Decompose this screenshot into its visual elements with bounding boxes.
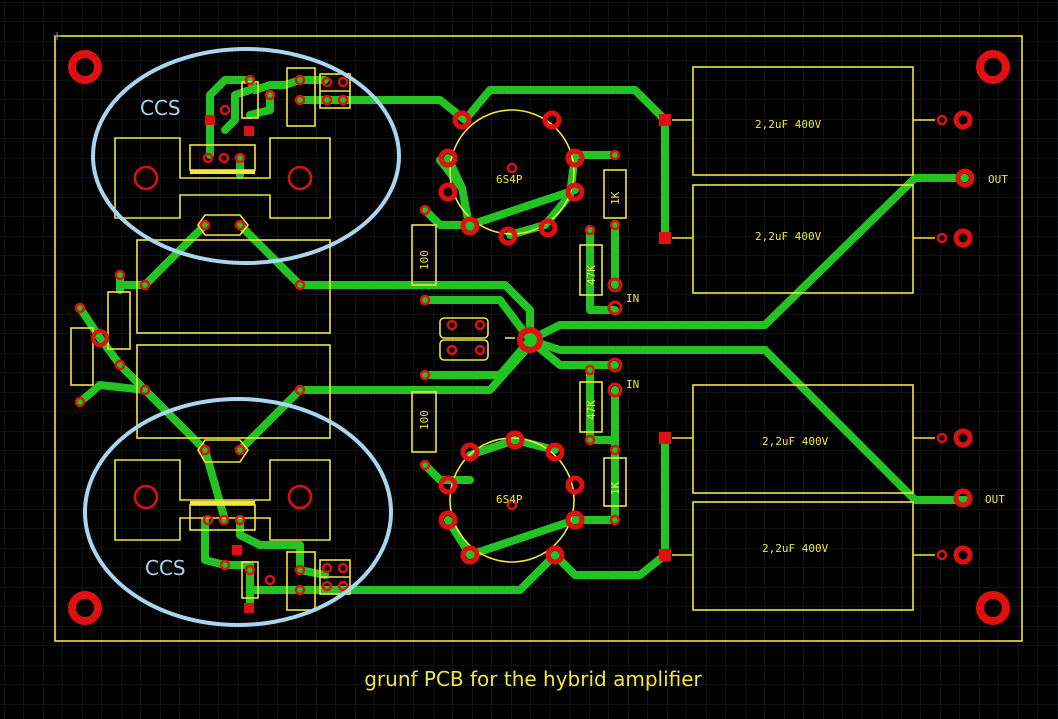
output-label-top: OUT (988, 173, 1008, 186)
heatsink-outline-top (114, 137, 331, 219)
ccs-label-top: CCS (140, 96, 181, 120)
capacitor-label-3: 2,2uF 400V (762, 435, 829, 448)
ccs-highlight-bottom (83, 397, 393, 627)
board-caption: grunf PCB for the hybrid amplifier (364, 667, 702, 691)
resistor-label-47k-top: 47K (585, 265, 598, 285)
tube-label-top: 6S4P (496, 173, 523, 186)
pads (68, 50, 1010, 625)
input-label-top: IN (626, 292, 639, 305)
mounting-hole-icon (976, 50, 1010, 84)
capacitor-label-2: 2,2uF 400V (755, 230, 822, 243)
heatsink-outline-bottom (114, 459, 331, 541)
resistor-label-100-bottom: 100 (418, 410, 431, 430)
input-label-bottom: IN (626, 378, 639, 391)
tube-socket-bottom (449, 437, 575, 563)
mounting-hole-icon (68, 50, 102, 84)
resistor-label-47k-bottom: 47K (585, 400, 598, 420)
resistor-label-1k-top: 1K (609, 191, 622, 205)
mounting-hole-icon (68, 591, 102, 625)
capacitor-outline-2 (692, 184, 914, 294)
tube-socket-top (449, 109, 575, 235)
capacitor-block-lower (136, 344, 331, 439)
capacitor-outline-1 (692, 66, 914, 176)
ccs-label-bottom: CCS (145, 556, 186, 580)
mounting-hole-icon (976, 591, 1010, 625)
capacitor-outline-4 (692, 501, 914, 611)
capacitor-label-1: 2,2uF 400V (755, 118, 822, 131)
ccs-highlight-top (91, 47, 401, 265)
capacitor-outline-3 (692, 384, 914, 494)
board-outline (54, 35, 1023, 642)
resistor-label-100-top: 100 (418, 250, 431, 270)
capacitor-block-upper (136, 239, 331, 334)
resistor-label-1k-bottom: 1K (609, 481, 622, 495)
tube-label-bottom: 6S4P (496, 493, 523, 506)
capacitor-label-4: 2,2uF 400V (762, 542, 829, 555)
origin-marker: + (52, 29, 62, 43)
silkscreen (70, 66, 935, 611)
star-ground-pad (517, 327, 543, 353)
output-label-bottom: OUT (985, 493, 1005, 506)
